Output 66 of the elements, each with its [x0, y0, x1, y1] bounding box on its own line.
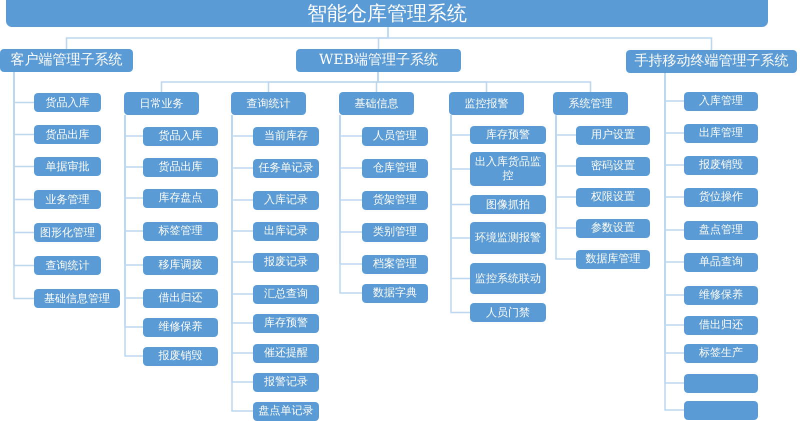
module-box: 货品出库 — [143, 158, 218, 176]
module-box: 库存盘点 — [143, 188, 218, 208]
module-box: 任务单记录 — [253, 158, 319, 178]
module-box: 报废记录 — [253, 252, 319, 272]
module-box: 人员门禁 — [470, 303, 546, 322]
module-box: 标签管理 — [143, 222, 218, 240]
module-box: 数据字典 — [362, 284, 428, 302]
module-box: 汇总查询 — [253, 284, 319, 304]
module-box: 业务管理 — [34, 190, 101, 209]
module-box: 报废销毁 — [143, 346, 218, 366]
module-box: 人员管理 — [362, 126, 428, 146]
module-box: 入库记录 — [253, 190, 319, 210]
module-box: 货位操作 — [684, 188, 758, 206]
module-box: 日常业务 — [124, 92, 199, 115]
module-box: WEB端管理子系统 — [296, 49, 461, 72]
module-box: 移库调拨 — [143, 256, 218, 274]
connector-line — [387, 27, 712, 50]
module-box: 货品出库 — [34, 125, 101, 144]
module-box: 手持移动终端管理子系统 — [626, 50, 797, 73]
module-box: 图像抓拍 — [470, 195, 546, 214]
module-box: 库存预警 — [253, 314, 319, 332]
module-box: 出入库货品监控 — [470, 152, 546, 186]
module-box: 数据库管理 — [576, 250, 650, 268]
module-box: 货品入库 — [143, 126, 218, 146]
module-box: 用户设置 — [576, 126, 650, 144]
module-box: 权限设置 — [576, 188, 650, 206]
module-box: 入库管理 — [684, 92, 758, 110]
module-box: 出库记录 — [253, 222, 319, 240]
module-box: 类别管理 — [362, 222, 428, 242]
title-bar: 智能仓库管理系统 — [6, 0, 768, 27]
module-box: 维修保养 — [684, 286, 758, 304]
module-box: 单品查询 — [684, 252, 758, 272]
module-box: 参数设置 — [576, 218, 650, 238]
blank-box — [684, 374, 758, 392]
module-box: 维修保养 — [143, 318, 218, 336]
module-box: 基础信息管理 — [34, 289, 120, 308]
module-box: 监控报警 — [449, 92, 524, 115]
module-box: 基础信息 — [339, 92, 414, 115]
module-box: 盘点单记录 — [253, 402, 319, 420]
module-box: 档案管理 — [362, 254, 428, 274]
module-box: 盘点管理 — [684, 220, 758, 240]
module-box: 报警记录 — [253, 372, 319, 392]
blank-box — [684, 400, 758, 420]
module-box: 监控系统联动 — [470, 263, 546, 294]
module-box: 货品入库 — [34, 93, 101, 112]
module-box: 客户端管理子系统 — [0, 49, 133, 72]
connector-line — [339, 115, 362, 294]
module-box: 报废销毁 — [684, 156, 758, 174]
module-box: 标签生产 — [684, 344, 758, 362]
module-box: 出库管理 — [684, 124, 758, 142]
module-box: 查询统计 — [34, 256, 101, 275]
module-box: 图形化管理 — [34, 223, 101, 242]
module-box: 货架管理 — [362, 190, 428, 210]
module-box: 查询统计 — [231, 92, 306, 115]
module-box: 仓库管理 — [362, 158, 428, 178]
module-box: 借出归还 — [143, 288, 218, 308]
module-box: 当前库存 — [253, 126, 319, 146]
module-box: 单据审批 — [34, 157, 101, 176]
connector-line — [377, 72, 592, 92]
connector-line — [450, 115, 470, 314]
module-box: 环境监测报警 — [470, 222, 546, 254]
module-box: 密码设置 — [576, 156, 650, 176]
module-box: 系统管理 — [553, 92, 628, 115]
module-box: 库存预警 — [470, 126, 546, 144]
module-box: 借出归还 — [684, 316, 758, 334]
module-box: 催还提醒 — [253, 344, 319, 362]
